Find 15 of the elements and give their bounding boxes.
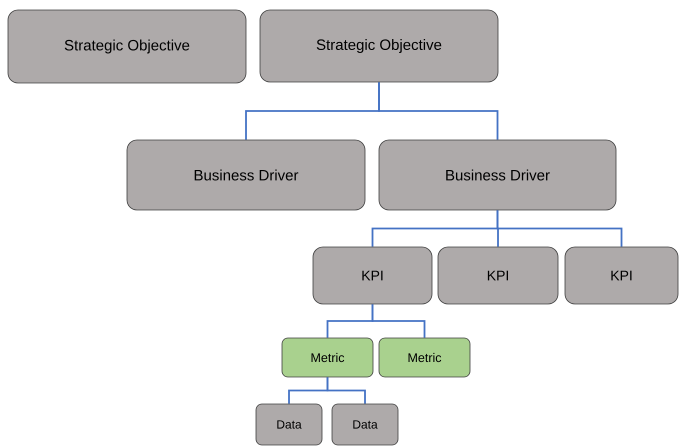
metric-box: Metric — [378, 338, 470, 378]
objective-box: Strategic Objective — [8, 10, 246, 84]
data-box: Data — [256, 404, 322, 446]
data-box: Data — [332, 404, 398, 446]
objective-box: Strategic Objective — [260, 10, 498, 82]
connector — [326, 377, 366, 404]
connector — [496, 210, 622, 247]
kpi-box: KPI — [438, 246, 558, 304]
connector — [372, 304, 426, 338]
connector — [378, 82, 498, 140]
driver-box: Business Driver — [378, 140, 616, 210]
driver-box: Business Driver — [126, 140, 366, 210]
metric-box: Metric — [282, 338, 374, 378]
kpi-box: KPI — [564, 246, 678, 304]
kpi-box: KPI — [312, 246, 432, 304]
